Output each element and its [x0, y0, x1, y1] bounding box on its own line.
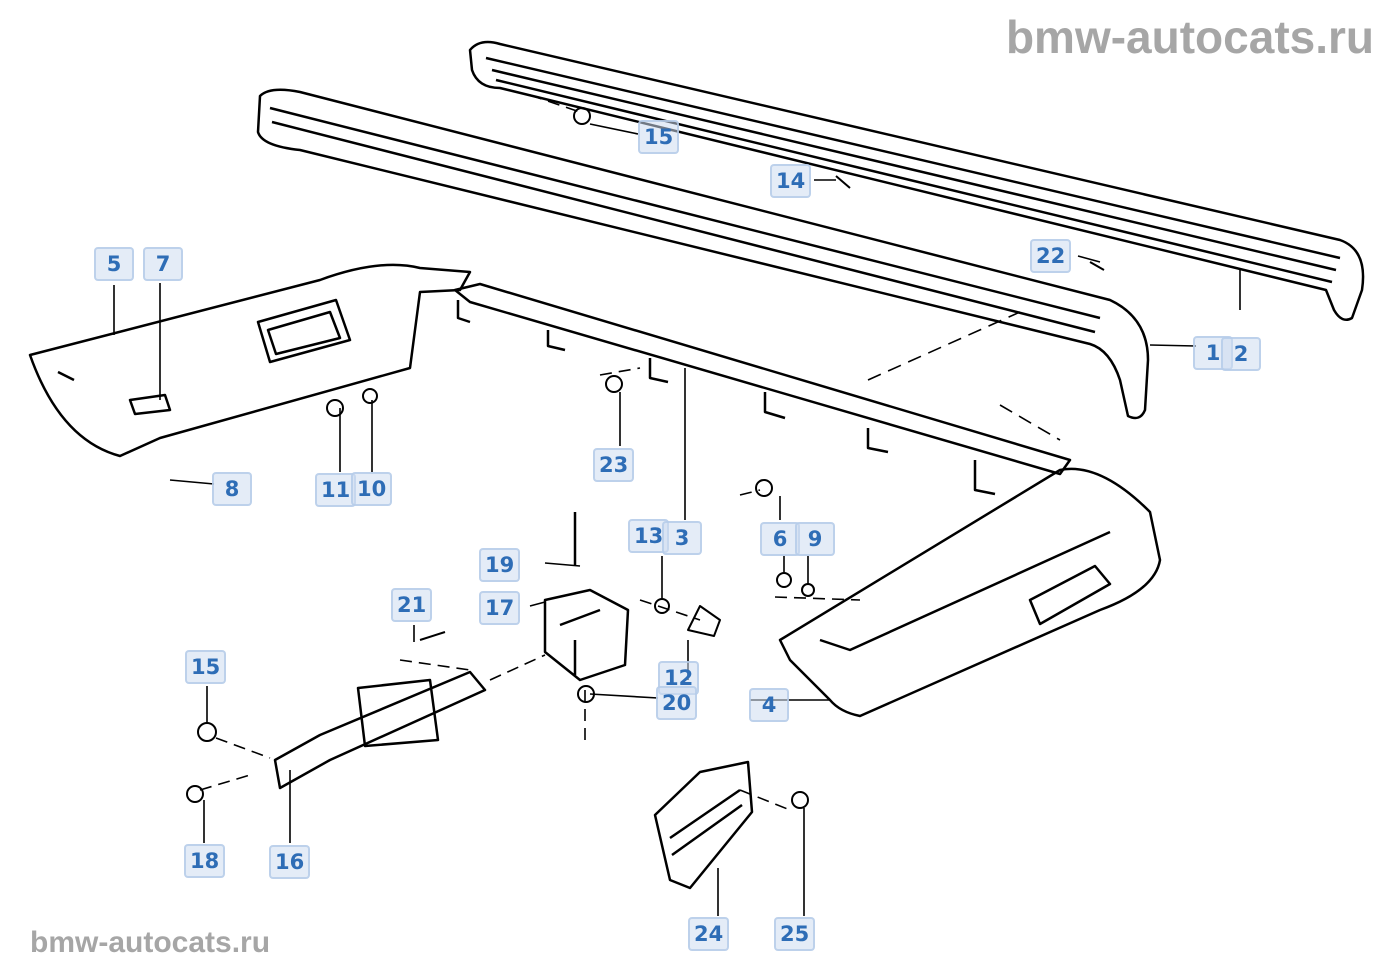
- callout-6[interactable]: 6: [760, 522, 800, 556]
- callout-7[interactable]: 7: [143, 247, 183, 281]
- leader-lines: [113, 94, 1241, 916]
- right-corner-cover: [778, 467, 1162, 718]
- watermark-bottom: bmw-autocats.ru: [30, 926, 271, 959]
- callout-11[interactable]: 11: [315, 473, 357, 507]
- callout-2[interactable]: 2: [1221, 337, 1261, 371]
- callout-21[interactable]: 21: [391, 588, 433, 622]
- bracket-plate: [653, 760, 754, 890]
- watermark-top: bmw-autocats.ru: [1005, 11, 1374, 63]
- callout-10[interactable]: 10: [351, 472, 393, 506]
- callout-17[interactable]: 17: [479, 591, 521, 625]
- bumper-main-bar: [256, 88, 1150, 441]
- callout-25[interactable]: 25: [774, 917, 816, 951]
- callout-24[interactable]: 24: [688, 917, 730, 951]
- callout-23[interactable]: 23: [593, 448, 635, 482]
- callout-9[interactable]: 9: [795, 522, 835, 556]
- callout-18[interactable]: 18: [184, 844, 226, 878]
- callout-15[interactable]: 15: [638, 120, 680, 154]
- callout-16[interactable]: 16: [269, 845, 311, 879]
- callout-4[interactable]: 4: [749, 688, 789, 722]
- fasteners: [186, 107, 1105, 809]
- callout-20[interactable]: 20: [656, 686, 698, 720]
- left-corner-cover: [28, 263, 472, 458]
- callout-8[interactable]: 8: [212, 472, 252, 506]
- callout-19[interactable]: 19: [479, 548, 521, 582]
- callout-15-lower[interactable]: 15: [185, 650, 227, 684]
- bumper-trim-strip: [468, 40, 1365, 321]
- mounting-rail: [453, 282, 1072, 496]
- impact-absorber: [273, 512, 630, 790]
- callout-14[interactable]: 14: [770, 164, 812, 198]
- callout-3[interactable]: 3: [662, 521, 702, 555]
- callout-22[interactable]: 22: [1030, 239, 1072, 273]
- callout-5[interactable]: 5: [94, 247, 134, 281]
